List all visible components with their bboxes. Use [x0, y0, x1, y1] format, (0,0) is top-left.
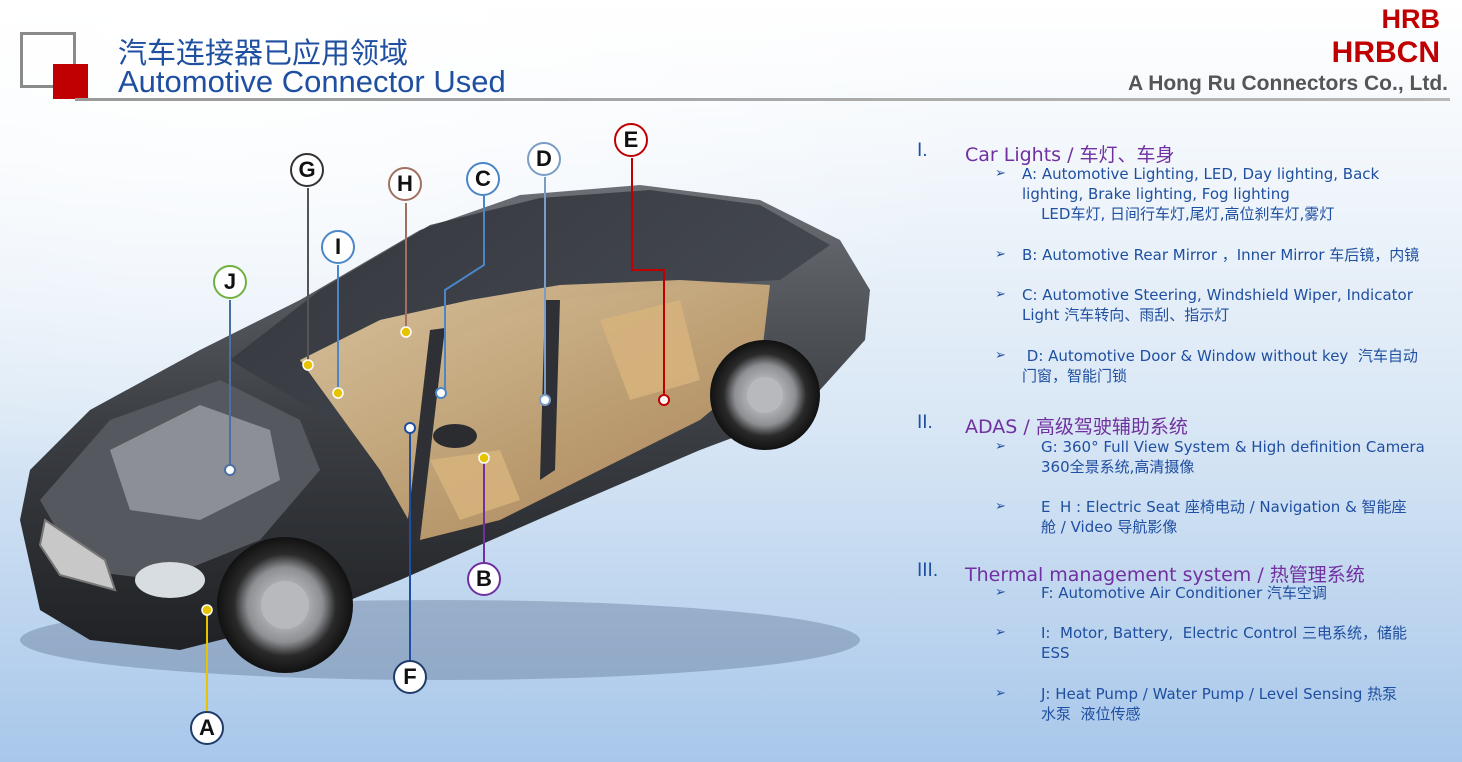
logo-square-outline — [20, 32, 76, 88]
arrow-bullet-icon: ➢ — [995, 246, 1006, 261]
list-item: G: 360° Full View System & High definiti… — [1041, 437, 1461, 477]
page-title-en: Automotive Connector Used — [118, 64, 506, 99]
item-line: F: Automotive Air Conditioner 汽车空调 — [1041, 584, 1327, 602]
callout-j: J — [213, 265, 247, 299]
callout-e: E — [614, 123, 648, 157]
car-illustration — [20, 158, 870, 712]
section-title: ADAS / 高级驾驶辅助系统 — [965, 416, 1188, 438]
list-item: F: Automotive Air Conditioner 汽车空调 — [1041, 583, 1461, 603]
item-line: ESS — [1041, 644, 1070, 662]
item-line: 门窗，智能门锁 — [1022, 367, 1128, 385]
callout-f: F — [393, 660, 427, 694]
section-number: I. — [917, 140, 928, 161]
header-divider — [75, 98, 1450, 101]
list-item: B: Automotive Rear Mirror ，Inner Mirror … — [1022, 245, 1442, 265]
list-item: E H : Electric Seat 座椅电动 / Navigation & … — [1041, 497, 1461, 537]
item-line: J: Heat Pump / Water Pump / Level Sensin… — [1041, 685, 1398, 703]
list-item: C: Automotive Steering, Windshield Wiper… — [1022, 285, 1442, 325]
callout-g: G — [290, 153, 324, 187]
section-title: Car Lights / 车灯、车身 — [965, 144, 1175, 166]
item-line: C: Automotive Steering, Windshield Wiper… — [1022, 286, 1413, 304]
item-line: D: Automotive Door & Window without key … — [1022, 347, 1418, 365]
section-title: Thermal management system / 热管理系统 — [965, 564, 1365, 586]
arrow-bullet-icon: ➢ — [995, 438, 1006, 453]
callout-i: I — [321, 230, 355, 264]
item-line: E H : Electric Seat 座椅电动 / Navigation & … — [1041, 498, 1407, 516]
list-item: I: Motor, Battery, Electric Control 三电系统… — [1041, 623, 1461, 663]
callout-d: D — [527, 142, 561, 176]
list-item: A: Automotive Lighting, LED, Day lightin… — [1022, 164, 1442, 224]
page-title-cn: 汽车连接器已应用领域 — [118, 36, 409, 70]
brand-hrbcn: HRBCN — [1331, 36, 1440, 69]
arrow-bullet-icon: ➢ — [995, 286, 1006, 301]
arrow-bullet-icon: ➢ — [995, 165, 1006, 180]
item-line: 360全景系统,高清摄像 — [1041, 458, 1195, 476]
arrow-bullet-icon: ➢ — [995, 624, 1006, 639]
company-name: A Hong Ru Connectors Co., Ltd. — [1127, 72, 1448, 95]
callout-h: H — [388, 167, 422, 201]
logo-square-red — [53, 64, 88, 99]
item-line: lighting, Brake lighting, Fog lighting — [1022, 185, 1290, 203]
item-line: G: 360° Full View System & High definiti… — [1041, 438, 1425, 456]
arrow-bullet-icon: ➢ — [995, 584, 1006, 599]
callout-c: C — [466, 162, 500, 196]
item-line: A: Automotive Lighting, LED, Day lightin… — [1022, 165, 1380, 183]
brand-hrb: HRB — [1381, 4, 1441, 34]
item-line: 水泵 液位传感 — [1041, 705, 1141, 723]
item-line: B: Automotive Rear Mirror ，Inner Mirror … — [1022, 246, 1420, 264]
item-line: I: Motor, Battery, Electric Control 三电系统… — [1041, 624, 1408, 642]
item-line: 舱 / Video 导航影像 — [1041, 518, 1178, 536]
list-item: J: Heat Pump / Water Pump / Level Sensin… — [1041, 684, 1461, 724]
section-number: III. — [917, 560, 939, 581]
arrow-bullet-icon: ➢ — [995, 685, 1006, 700]
item-line: LED车灯, 日间行车灯,尾灯,高位刹车灯,雾灯 — [1022, 205, 1335, 223]
list-item: D: Automotive Door & Window without key … — [1022, 346, 1442, 386]
arrow-bullet-icon: ➢ — [995, 347, 1006, 362]
callout-a: A — [190, 711, 224, 745]
section-number: II. — [917, 412, 933, 433]
callout-b: B — [467, 562, 501, 596]
arrow-bullet-icon: ➢ — [995, 498, 1006, 513]
item-line: Light 汽车转向、雨刮、指示灯 — [1022, 306, 1230, 324]
